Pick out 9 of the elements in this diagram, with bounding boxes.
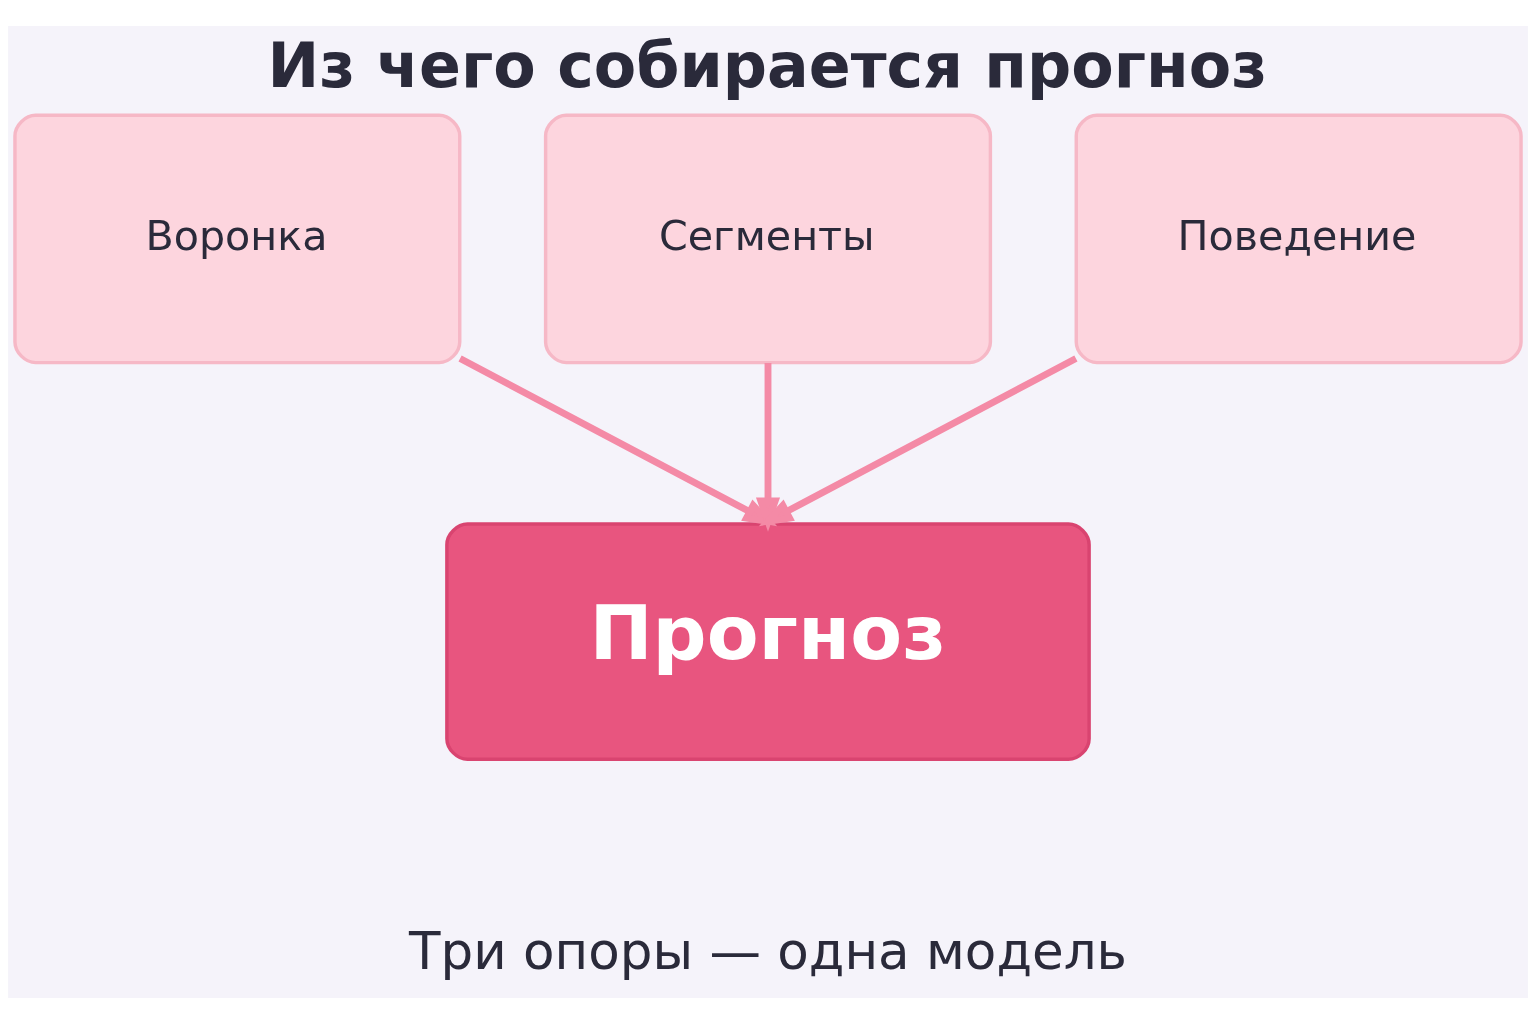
node-box: Воронка xyxy=(13,113,462,365)
node-box: Сегменты xyxy=(543,113,993,365)
arrow xyxy=(458,355,778,527)
arrow xyxy=(758,355,1078,527)
arrow xyxy=(755,363,781,532)
node-box: Поведение xyxy=(1074,113,1523,365)
node-box: Прогноз xyxy=(445,522,1091,761)
diagram-title: Из чего собирается прогноз xyxy=(267,30,1268,103)
caption: Три опоры — одна модель xyxy=(409,920,1127,981)
